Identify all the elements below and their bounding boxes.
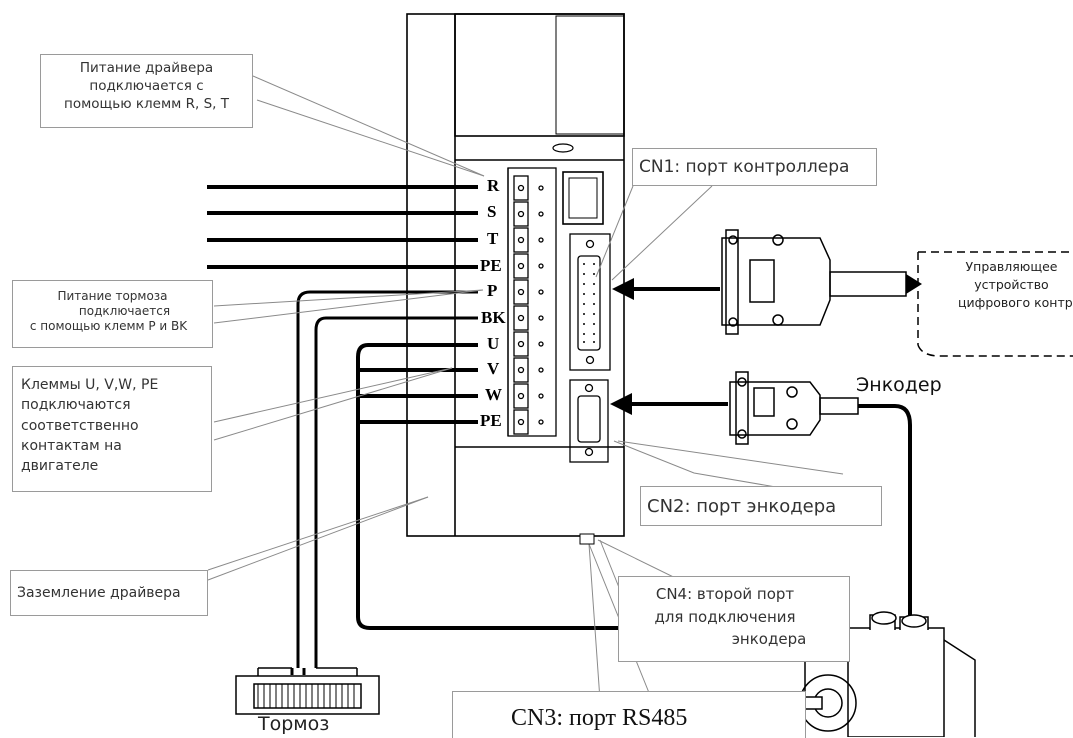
callout-cn4-line3: энкодера <box>731 630 807 648</box>
brake-resistor <box>235 667 380 715</box>
encoder-label: Энкодер <box>856 374 942 396</box>
display-window <box>562 171 604 225</box>
callout-cn1: CN1: порт контроллера <box>632 148 877 186</box>
terminal-label-r: R <box>487 176 500 195</box>
terminal-label-v: V <box>487 359 500 378</box>
power-wires <box>207 185 478 269</box>
brake-label: Тормоз <box>258 713 330 735</box>
callout-motor-terminals-line2: подключаются <box>21 397 131 414</box>
terminal-label-s: S <box>487 202 497 221</box>
callout-cn2: CN2: порт энкодера <box>640 486 882 526</box>
controller-device-label: Управляющее устройство цифрового контрол… <box>922 258 1073 312</box>
callout-motor-terminals-line3: соответственно <box>21 417 139 434</box>
brake-wires <box>290 290 478 675</box>
callout-motor-terminals-line5: двигателе <box>21 458 99 475</box>
cn2-port <box>569 379 609 463</box>
callout-cn3: CN3: порт RS485 <box>452 691 806 738</box>
callout-grounding-text: Заземление драйвера <box>17 585 181 601</box>
callout-cn1-text: CN1: порт контроллера <box>639 157 850 177</box>
callout-motor-terminals: Клеммы U, V,W, PE подключаются соответст… <box>12 366 212 492</box>
callout-cn4-line1: CN4: второй порт <box>655 585 795 603</box>
controller-label-line3: цифрового контроля <box>958 295 1073 311</box>
terminal-label-p: P <box>487 281 498 300</box>
cn1-port <box>569 233 611 371</box>
motor-wires <box>356 343 850 630</box>
callout-motor-terminals-line1: Клеммы U, V,W, PE <box>21 377 159 393</box>
controller-label-line1: Управляющее <box>965 259 1058 274</box>
cn1-cable-plug <box>721 229 916 335</box>
terminal-block <box>507 167 557 437</box>
callout-brake-power-line1: Питание тормоза <box>57 289 168 303</box>
terminal-label-w: W <box>485 385 502 404</box>
callout-cn4: CN4: второй порт для подключения энкодер… <box>618 576 850 662</box>
terminal-label-pe-2: PE <box>480 411 502 430</box>
servo-driver <box>406 13 625 537</box>
terminal-label-u: U <box>487 334 500 353</box>
callout-brake-power: Питание тормоза подключается с помощью к… <box>12 280 213 348</box>
callout-grounding: Заземление драйвера <box>10 570 208 616</box>
controller-label-line2: устройство <box>974 277 1049 293</box>
terminal-label-bk: BK <box>481 308 506 327</box>
callout-driver-power: Питание драйвера подключается с помощью … <box>40 54 253 128</box>
terminal-label-t: T <box>487 229 499 248</box>
callout-cn2-text: CN2: порт энкодера <box>647 496 837 517</box>
callout-cn3-text: CN3: порт RS485 <box>511 705 688 731</box>
callout-motor-terminals-line4: контактам на <box>21 437 122 454</box>
callout-brake-power-line2: подключается <box>78 304 171 318</box>
callout-brake-power-line3: с помощью клемм P и BK <box>29 319 188 333</box>
callout-driver-power-text: Питание драйвера подключается с помощью … <box>64 60 229 113</box>
terminal-label-pe-1: PE <box>480 256 502 275</box>
cn2-cable-plug <box>729 371 859 445</box>
callout-cn4-line2: для подключения <box>654 607 796 626</box>
encoder-cable <box>858 404 912 628</box>
